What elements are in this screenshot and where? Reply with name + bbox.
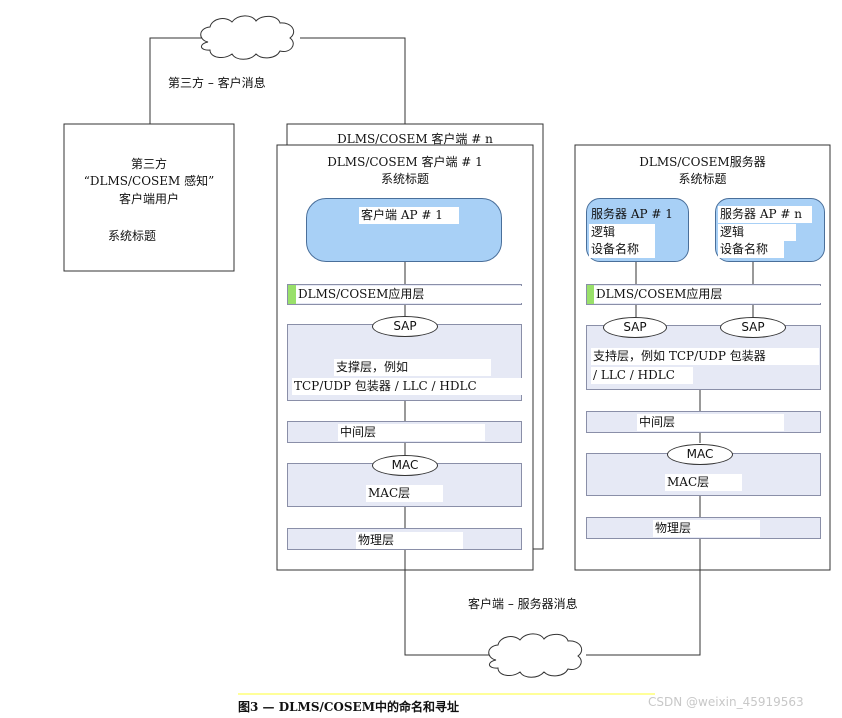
server-ap1-line1: 服务器 AP # 1	[591, 207, 673, 221]
server-apn-line3: 设备名称	[718, 241, 784, 258]
client-app-layer-label: DLMS/COSEM应用层	[296, 286, 523, 303]
server-sap2-oval: SAP	[720, 317, 786, 338]
server-support-line2: / LLC / HDLC	[591, 367, 693, 384]
server-app-layer-label: DLMS/COSEM应用层	[594, 286, 822, 303]
server-title: DLMS/COSEM服务器	[639, 155, 766, 169]
client-bottom-connector	[404, 570, 492, 656]
server-ap1-box: 服务器 AP # 1 逻辑 设备名称	[586, 198, 689, 262]
bottom-cloud-icon	[488, 633, 583, 678]
server-mac-layer-label: MAC层	[665, 474, 742, 491]
top-cloud-icon	[200, 15, 295, 60]
client-physical-layer: 物理层	[287, 528, 522, 550]
bottom-cloud-label: 客户端 – 服务器消息	[468, 597, 578, 611]
server-app-layer: DLMS/COSEM应用层	[586, 284, 822, 305]
client-app-layer: DLMS/COSEM应用层	[287, 284, 523, 305]
third-party-system-title: 系统标题	[108, 229, 157, 243]
figure-caption: 图3 — DLMS/COSEM中的命名和寻址	[238, 700, 459, 714]
third-party-connector	[149, 37, 205, 150]
client-ap-label: 客户端 AP # 1	[359, 207, 459, 224]
client-sap-oval: SAP	[372, 316, 438, 337]
server-system-title: 系统标题	[678, 172, 727, 186]
client-app-layer-marker	[288, 285, 296, 304]
server-bottom-connector	[586, 570, 701, 656]
server-sap1-oval: SAP	[603, 317, 667, 338]
server-apn-line1: 服务器 AP # n	[718, 206, 812, 223]
client-physical-layer-label: 物理层	[356, 532, 463, 549]
client-1-title: DLMS/COSEM 客户端 # 1	[327, 155, 483, 169]
third-party-line3: 客户端用户	[118, 192, 179, 206]
server-support-line1: 支持层，例如 TCP/UDP 包装器	[591, 348, 819, 365]
server-app-layer-marker	[587, 285, 594, 304]
third-party-line1: 第三方	[130, 157, 167, 171]
client-support-line1: 支撑层，例如	[334, 359, 491, 376]
client-top-connector	[300, 37, 406, 124]
top-cloud-label: 第三方 – 客户消息	[168, 76, 266, 90]
server-physical-layer: 物理层	[586, 517, 821, 539]
server-physical-layer-label: 物理层	[653, 520, 760, 537]
server-apn-box: 服务器 AP # n 逻辑 设备名称	[715, 198, 825, 262]
server-mac-oval: MAC	[667, 444, 733, 465]
third-party-line2: “DLMS/COSEM 感知”	[83, 174, 215, 188]
client-1-system-title: 系统标题	[380, 172, 429, 186]
watermark-text: CSDN @weixin_45919563	[648, 695, 804, 709]
server-middle-layer-label: 中间层	[637, 414, 784, 431]
client-n-title: DLMS/COSEM 客户端 # n	[337, 132, 493, 146]
client-middle-layer: 中间层	[287, 421, 522, 443]
server-ap1-line2: 逻辑	[589, 224, 655, 241]
client-support-line2: TCP/UDP 包装器 / LLC / HDLC	[292, 378, 522, 395]
server-apn-line2: 逻辑	[718, 224, 796, 241]
server-ap1-line3: 设备名称	[589, 241, 655, 258]
client-ap-box: 客户端 AP # 1	[306, 198, 502, 262]
server-middle-layer: 中间层	[586, 411, 821, 433]
client-middle-layer-label: 中间层	[338, 424, 485, 441]
third-party-box	[63, 123, 235, 272]
client-mac-oval: MAC	[372, 455, 438, 476]
client-mac-layer-label: MAC层	[366, 485, 443, 502]
